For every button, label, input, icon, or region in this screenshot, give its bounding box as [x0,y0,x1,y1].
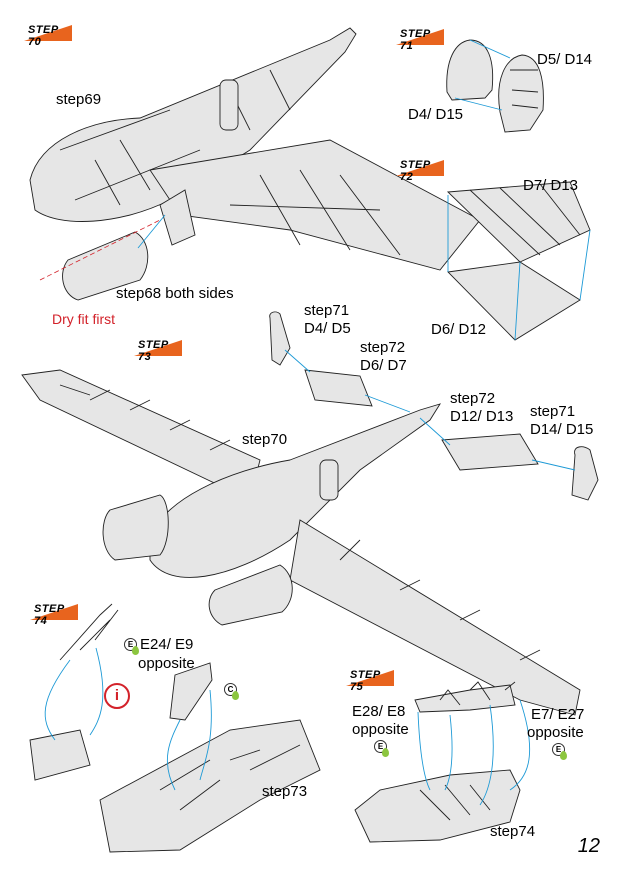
label-step68: step68 both sides [116,285,234,302]
step-tag-73-text: STEP 73 [138,339,169,363]
label-step71-right: step71 [530,403,576,420]
label-d7-d13: D7/ D13 [523,177,579,194]
label-d6-d12: D6/ D12 [431,321,487,338]
paint-badge-e-step74: E [124,638,139,655]
label-step69: step69 [56,91,102,108]
label-step72-right: step72 [450,390,496,407]
label-d14-d15: D14/ D15 [530,421,594,438]
label-step70: step70 [242,431,288,448]
label-d12-d13: D12/ D13 [450,408,514,425]
paint-badge-c-step74: C [224,683,239,700]
step70-fuselage-drawing [29,27,481,301]
step-tag-75-text: STEP 75 [350,669,381,693]
label-d4-d5: D4/ D5 [304,320,351,337]
label-step72-left: step72 [360,339,406,356]
label-opposite-left: opposite [352,721,409,738]
paint-badge-e-right: E [552,743,567,760]
label-e7-e27: E7/ E27 [531,706,585,723]
page-number: 12 [577,835,600,857]
step-tag-70-text: STEP 70 [28,24,59,48]
step-tag-71-text: STEP 71 [400,28,431,52]
step75-seats-drawing [354,681,531,843]
step74-cockpit-drawing [29,603,321,853]
step-tag-72-text: STEP 72 [400,159,431,183]
label-d6-d7: D6/ D7 [360,357,407,374]
label-e24-e9: E24/ E9 [140,636,194,653]
step72-stabilizer-drawing [446,181,591,341]
info-icon: i [104,683,130,709]
step71-rudder-drawing [446,39,544,133]
paint-badge-e-left: E [374,740,389,757]
label-d4-d15: D4/ D15 [408,106,464,123]
step73-airplane-drawing [21,311,599,716]
step-tag-74-text: STEP 74 [34,603,65,627]
label-step71-left: step71 [304,302,350,319]
label-d5-d14: D5/ D14 [537,51,593,68]
note-dry-fit: Dry fit first [52,311,115,327]
label-e28-e8: E28/ E8 [352,703,406,720]
label-opposite-step74: opposite [138,655,195,672]
label-opposite-right: opposite [527,724,584,741]
label-step73: step73 [262,783,308,800]
label-step74: step74 [490,823,536,840]
